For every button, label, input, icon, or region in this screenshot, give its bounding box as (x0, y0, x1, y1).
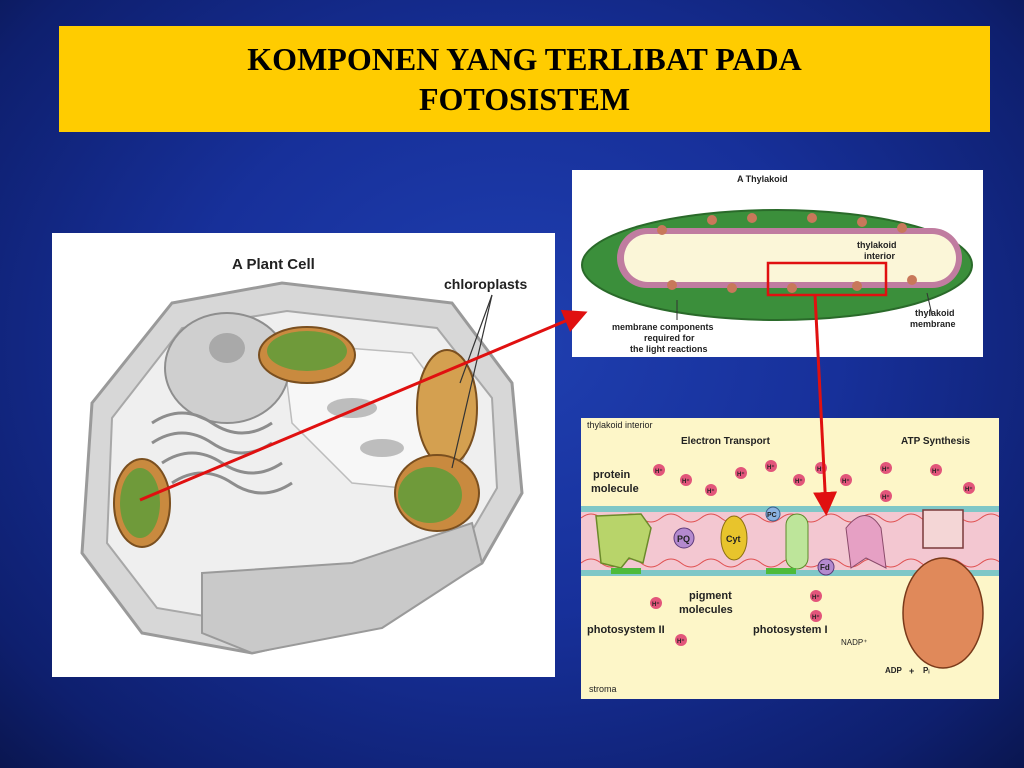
proton-marker: H⁺ (653, 464, 665, 476)
proton-marker: H⁺ (880, 462, 892, 474)
cytochrome-protein (845, 515, 887, 569)
photosystem-ii-label: photosystem II (587, 624, 665, 636)
proton-marker: H⁺ (765, 460, 777, 472)
svg-text:H⁺: H⁺ (812, 614, 820, 621)
atp-synthase-head (902, 557, 984, 669)
svg-text:H⁺: H⁺ (737, 471, 745, 478)
pigment-label-2: molecules (679, 604, 733, 616)
svg-text:H⁺: H⁺ (655, 468, 663, 475)
pq-label: PQ (677, 534, 690, 544)
svg-text:H⁺: H⁺ (652, 601, 660, 608)
proton-marker: H⁺ (930, 464, 942, 476)
thylakoid-title: A Thylakoid (737, 174, 788, 184)
pi-label: Pᵢ (923, 666, 929, 675)
svg-text:H⁺: H⁺ (965, 486, 973, 493)
electron-transport-label: Electron Transport (681, 436, 771, 447)
svg-text:H⁺: H⁺ (932, 468, 940, 475)
proton-marker: H⁺ (735, 467, 747, 479)
proton-marker: H⁺ (680, 474, 692, 486)
svg-text:H⁺: H⁺ (795, 478, 803, 485)
proton-marker: H⁺ (705, 484, 717, 496)
adp-label: ADP (885, 666, 903, 675)
proton-marker: H⁺ (675, 634, 687, 646)
svg-text:H⁺: H⁺ (677, 638, 685, 645)
chloroplasts-pointer-2 (451, 294, 493, 469)
pigment-label-1: pigment (689, 590, 732, 602)
membrane-proteins (657, 213, 917, 293)
svg-text:H⁺: H⁺ (812, 594, 820, 601)
proton-markers: H⁺ H⁺ H⁺ H⁺ H⁺ H⁺ H⁺ H⁺ H⁺ H⁺ H⁺ H⁺ H⁺ H… (650, 460, 975, 646)
photosystem-i-label: photosystem I (753, 624, 828, 636)
svg-text:H⁺: H⁺ (882, 494, 890, 501)
arrow-thylakoid-to-transport (813, 294, 838, 516)
svg-text:H⁺: H⁺ (817, 466, 825, 473)
svg-text:H⁺: H⁺ (882, 466, 890, 473)
membrane-components-label-3: the light reactions (630, 344, 708, 354)
plant-cell-title: A Plant Cell (232, 256, 315, 273)
thylakoid-interior-label-2: interior (864, 251, 896, 261)
nadp-label: NADP⁺ (841, 638, 867, 647)
stroma-label: stroma (589, 684, 617, 694)
thylakoid-interior-label: thylakoid interior (587, 420, 653, 430)
chloroplast-left (113, 458, 171, 548)
arrow-cell-to-thylakoid (139, 309, 588, 502)
proton-marker: H⁺ (963, 482, 975, 494)
highlight-box (766, 261, 888, 297)
thylakoid-membrane-label-2: membrane (910, 319, 956, 329)
thylakoid-figure: A Thylakoid thylakoid interior thylakoid… (572, 170, 983, 357)
membrane-components-label-2: required for (644, 333, 695, 343)
proton-marker: H⁺ (793, 474, 805, 486)
chloroplasts-pointer-1 (459, 294, 493, 384)
plant-cell-figure: A Plant Cell chloroplasts (52, 233, 555, 677)
proton-marker: H⁺ (840, 474, 852, 486)
electron-transport-figure: thylakoid interior Electron Transport AT… (581, 418, 999, 699)
plus-label: + (909, 666, 914, 676)
proton-marker: H⁺ (650, 597, 662, 609)
cyt-label: Cyt (726, 534, 741, 544)
chloroplasts-label: chloroplasts (444, 276, 527, 292)
plant-cell-illustration: A Plant Cell chloroplasts (80, 256, 527, 655)
photosystem-i-protein (785, 513, 809, 570)
fd-label: Fd (820, 563, 830, 572)
slide-title-line-1: KOMPONEN YANG TERLIBAT PADA (247, 41, 802, 77)
protein-label-2: molecule (591, 483, 639, 495)
membrane-components-label-1: membrane components (612, 322, 714, 332)
protein-label-1: protein (593, 469, 631, 481)
atp-synthase-stalk (922, 509, 964, 549)
chloroplast-top (258, 326, 356, 384)
proton-marker: H⁺ (810, 610, 822, 622)
proton-marker: H⁺ (810, 590, 822, 602)
slide-title: KOMPONEN YANG TERLIBAT PADA FOTOSISTEM (59, 26, 990, 132)
svg-text:H⁺: H⁺ (767, 464, 775, 471)
photosystem-ii-protein (595, 513, 652, 569)
proton-marker: H⁺ (880, 490, 892, 502)
chloroplast-right (394, 454, 480, 532)
pc-label: PC (767, 512, 777, 519)
electron-transport-illustration: thylakoid interior Electron Transport AT… (581, 418, 999, 699)
atp-synthesis-label: ATP Synthesis (901, 436, 971, 447)
thylakoid-illustration: A Thylakoid thylakoid interior thylakoid… (581, 174, 973, 354)
thylakoid-interior-label-1: thylakoid (857, 240, 897, 250)
svg-text:H⁺: H⁺ (682, 478, 690, 485)
svg-text:H⁺: H⁺ (707, 488, 715, 495)
slide-title-line-2: FOTOSISTEM (418, 81, 631, 117)
svg-text:H⁺: H⁺ (842, 478, 850, 485)
thylakoid-membrane-label-1: thylakoid (915, 308, 955, 318)
